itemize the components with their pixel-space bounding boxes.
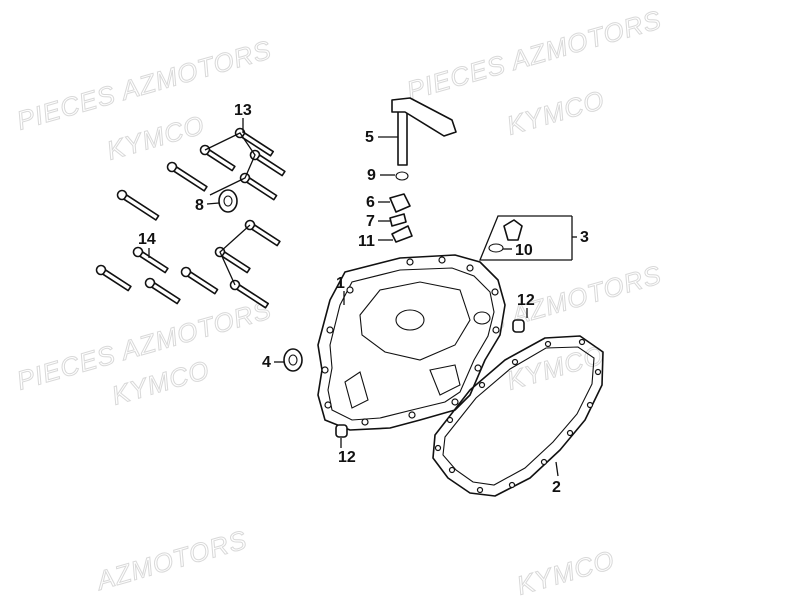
bolt-icon [229, 279, 270, 309]
gasket-2 [432, 335, 604, 497]
bolt-group [95, 118, 286, 309]
callout-11: 11 [358, 233, 375, 250]
kick-shaft-5 [378, 97, 457, 166]
bolt-icon [132, 246, 169, 274]
bolt-icon [166, 161, 208, 192]
bolt-icon [239, 172, 278, 201]
watermark-text: KYMCO [103, 109, 208, 165]
bolt-icon [244, 219, 281, 247]
callout-1: 1 [336, 275, 345, 292]
callout-6: 6 [366, 194, 375, 211]
callout-5: 5 [365, 129, 374, 146]
callout-3: 3 [580, 229, 589, 246]
dowel-pin-12-bottom [335, 424, 348, 448]
callout-12-bottom: 12 [338, 449, 356, 466]
spring-11 [378, 225, 413, 243]
oil-seal-8 [206, 189, 238, 213]
callout-7: 7 [366, 213, 375, 230]
dowel-pin-12-top [512, 308, 528, 333]
bolt-icon [214, 246, 251, 274]
bolt-icon [116, 189, 160, 221]
callout-8: 8 [195, 197, 204, 214]
leader-line [219, 224, 251, 286]
watermark-text: PIECES AZMOTORS [13, 34, 275, 135]
callout-13: 13 [234, 102, 252, 119]
bolt-icon [199, 144, 236, 172]
callout-14: 14 [138, 231, 156, 248]
leader-line [204, 132, 256, 196]
callout-10: 10 [515, 242, 533, 259]
watermark-text: PIECES AZMOTORS [403, 4, 665, 105]
callout-labels: 1 2 3 4 5 6 7 8 9 10 11 12 12 13 14 [138, 102, 589, 496]
callout-12-top: 12 [517, 292, 535, 309]
oil-seal-4 [274, 348, 303, 372]
callout-9: 9 [367, 167, 376, 184]
spring-6 [378, 193, 411, 213]
watermark-text: AZMOTORS [91, 524, 250, 596]
watermark-text: KYMCO [513, 544, 618, 600]
crankcase-cover-1 [317, 254, 506, 431]
bolt-icon [180, 266, 219, 295]
bolt-icon [95, 264, 132, 292]
circlip-9 [380, 171, 409, 181]
washer-7 [378, 213, 407, 227]
callout-2: 2 [552, 479, 561, 496]
oil-filler-cap-3 [479, 215, 577, 261]
watermark-text: KYMCO [503, 84, 608, 140]
bolt-icon [144, 277, 181, 305]
callout-4: 4 [262, 354, 271, 371]
